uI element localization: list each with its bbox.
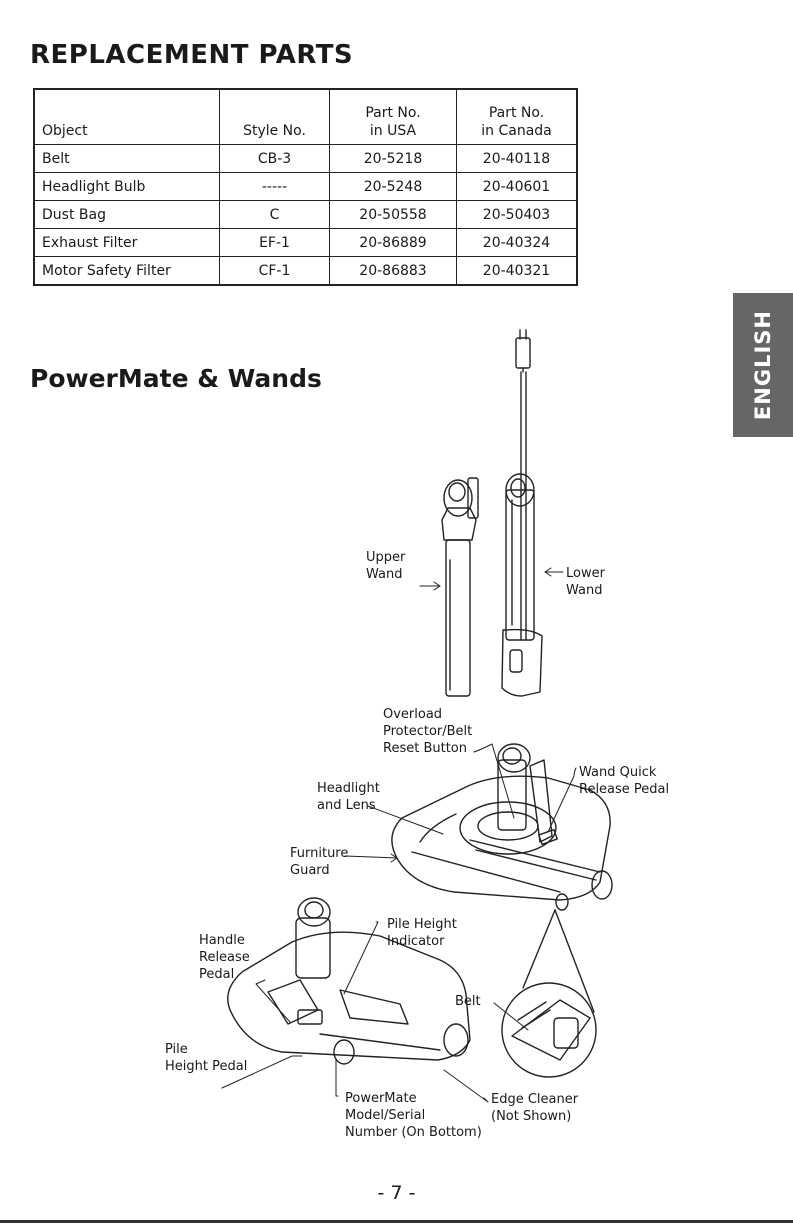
- cell-part-canada: 20-40324: [456, 228, 578, 257]
- label-belt: Belt: [455, 994, 481, 1009]
- label-powermate-model: PowerMate Model/Serial Number (On Bottom…: [345, 1091, 482, 1140]
- cell-part-usa: 20-86889: [329, 228, 457, 257]
- label-edge-cleaner: Edge Cleaner (Not Shown): [491, 1092, 579, 1124]
- label-pile-height-pedal: Pile Height Pedal: [165, 1042, 248, 1074]
- cell-style: -----: [219, 172, 330, 201]
- cell-part-canada: 20-50403: [456, 200, 578, 229]
- label-furniture-guard: Furniture Guard: [290, 846, 349, 878]
- powermate-large-illustration: [391, 743, 613, 911]
- belt-detail-illustration: [501, 909, 597, 1078]
- cell-style: C: [219, 200, 330, 229]
- cell-object: Exhaust Filter: [33, 228, 220, 257]
- upper-wand-illustration: [441, 477, 479, 697]
- label-overload-protector: Overload Protector/Belt Reset Button: [383, 707, 473, 756]
- bottom-divider: [0, 1220, 793, 1223]
- section-title-powermate-wands: PowerMate & Wands: [30, 364, 322, 393]
- cell-part-usa: 20-5248: [329, 172, 457, 201]
- label-handle-release: Handle Release Pedal: [199, 933, 250, 982]
- section-title-replacement-parts: REPLACEMENT PARTS: [30, 40, 354, 70]
- replacement-parts-table: Object Style No. Part No. in USA Part No…: [33, 88, 578, 286]
- column-header-part-canada: Part No. in Canada: [456, 88, 578, 145]
- label-upper-wand: Upper Wand: [366, 550, 406, 582]
- language-tab: ENGLISH: [733, 293, 793, 437]
- lower-wand-illustration: [501, 473, 543, 697]
- table-row: Dust Bag C 20-50558 20-50403: [33, 200, 578, 229]
- cell-style: EF-1: [219, 228, 330, 257]
- cell-part-canada: 20-40118: [456, 144, 578, 173]
- page-number: - 7 -: [377, 1182, 416, 1204]
- leader-lines: [221, 567, 577, 1103]
- table-row: Belt CB-3 20-5218 20-40118: [33, 144, 578, 173]
- cell-object: Motor Safety Filter: [33, 256, 220, 286]
- table-row: Exhaust Filter EF-1 20-86889 20-40324: [33, 228, 578, 257]
- cell-part-canada: 20-40601: [456, 172, 578, 201]
- label-wand-quick-release: Wand Quick Release Pedal: [579, 765, 670, 797]
- label-headlight: Headlight and Lens: [317, 781, 380, 813]
- label-pile-height-indicator: Pile Height Indicator: [387, 917, 457, 949]
- cell-style: CF-1: [219, 256, 330, 286]
- table-row: Headlight Bulb ----- 20-5248 20-40601: [33, 172, 578, 201]
- cell-object: Dust Bag: [33, 200, 220, 229]
- cell-part-usa: 20-5218: [329, 144, 457, 173]
- label-lower-wand: Lower Wand: [566, 566, 605, 598]
- lower-wand-cord-illustration: [515, 329, 531, 641]
- column-header-part-usa: Part No. in USA: [329, 88, 457, 145]
- powermate-small-illustration: [227, 897, 471, 1065]
- cell-part-canada: 20-40321: [456, 256, 578, 286]
- table-row: Motor Safety Filter CF-1 20-86883 20-403…: [33, 256, 578, 286]
- cell-part-usa: 20-86883: [329, 256, 457, 286]
